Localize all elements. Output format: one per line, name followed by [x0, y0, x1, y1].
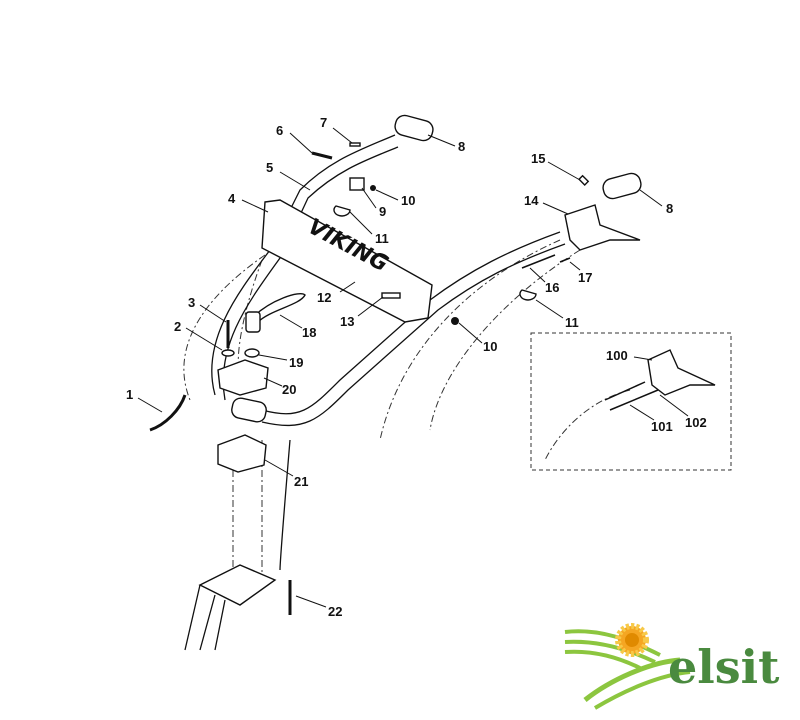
callout-1: 1: [126, 387, 133, 402]
callout-11b: 11: [565, 315, 579, 330]
callout-14: 14: [524, 193, 539, 208]
elsit-logo: elsit: [564, 623, 780, 710]
callout-20: 20: [282, 382, 296, 397]
callout-15: 15: [531, 151, 545, 166]
callout-19: 19: [289, 355, 303, 370]
grip-upper: [394, 114, 434, 142]
column: [184, 584, 226, 651]
callout-21: 21: [294, 474, 308, 489]
callout-7: 7: [320, 115, 327, 130]
key-7: [349, 142, 361, 147]
washer-19: [244, 348, 260, 358]
inset-box: [530, 332, 732, 471]
callout-5: 5: [266, 160, 273, 175]
callout-8b: 8: [666, 201, 673, 216]
callout-22: 22: [328, 604, 342, 619]
rod-102: [609, 389, 659, 411]
cable-1: [149, 394, 187, 432]
callout-10b: 10: [483, 339, 497, 354]
lever-100: [647, 349, 716, 396]
screw-13: [381, 292, 401, 299]
callout-100: 100: [606, 348, 628, 363]
clip-11b: [519, 289, 537, 301]
leader-lines: [137, 127, 689, 608]
base-plate: [198, 564, 277, 606]
grip-right: [602, 172, 642, 200]
grip-left-lower: [231, 397, 267, 423]
callout-17: 17: [578, 270, 592, 285]
callout-2: 2: [174, 319, 181, 334]
clip-11a: [333, 205, 351, 217]
lever-14: [564, 204, 641, 251]
callout-13: 13: [340, 314, 354, 329]
callout-10: 10: [401, 193, 415, 208]
nut-10a: [370, 185, 376, 191]
callout-4: 4: [228, 191, 236, 206]
belt-18: [250, 293, 306, 323]
rod-101: [604, 381, 646, 401]
callout-12: 12: [317, 290, 331, 305]
clip-9: [349, 177, 365, 191]
pin-6: [311, 151, 333, 160]
callout-11: 11: [375, 231, 389, 246]
callout-3: 3: [188, 295, 195, 310]
rod-17: [559, 257, 571, 263]
callout-9: 9: [379, 204, 386, 219]
callout-18: 18: [302, 325, 316, 340]
callout-16: 16: [545, 280, 559, 295]
callout-101: 101: [651, 419, 673, 434]
clamp-21: [217, 434, 267, 473]
clamp-20: [217, 359, 269, 396]
nut-10b: [451, 317, 459, 325]
key-15: [578, 174, 590, 186]
logo-text: elsit: [668, 640, 780, 694]
rod-16: [521, 254, 556, 269]
callout-8: 8: [458, 139, 465, 154]
callout-102: 102: [685, 415, 707, 430]
knob-18: [245, 311, 261, 333]
washer-2: [221, 349, 235, 357]
callout-6: 6: [276, 123, 283, 138]
handlebar: [211, 134, 566, 571]
callout-labels: 6 7 8 5 10 9 4 11 15 14 8 17 16 12 13 11…: [126, 115, 707, 619]
